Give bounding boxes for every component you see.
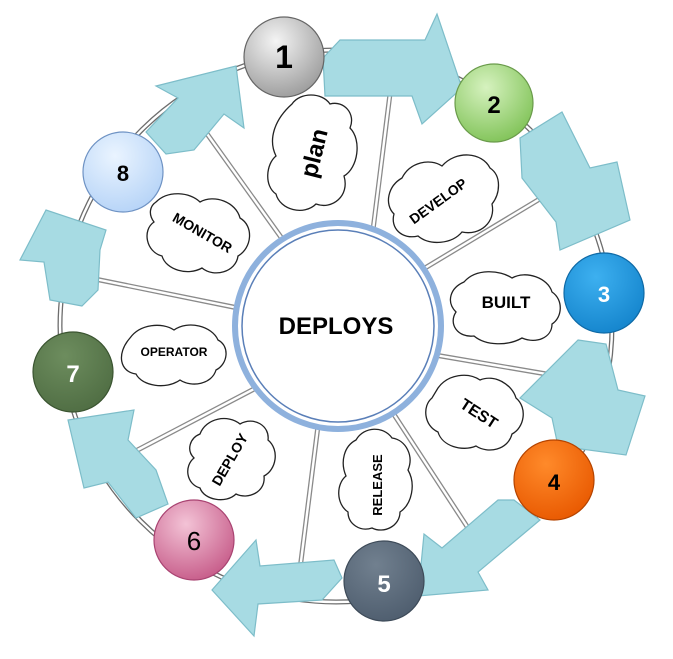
- stage-node-5: 5: [343, 540, 425, 622]
- cloud-operator: [120, 324, 227, 387]
- arrow-4-to-5: [417, 499, 541, 597]
- stage-number-7: 7: [66, 361, 79, 388]
- stage-label-built: BUILT: [482, 293, 531, 312]
- cloud-deploy: [187, 417, 276, 501]
- stage-number-2: 2: [487, 92, 500, 119]
- stage-number-1: 1: [275, 39, 293, 75]
- stage-node-4: 4: [513, 439, 595, 521]
- stage-number-3: 3: [598, 282, 610, 307]
- stage-label-release: RELEASE: [370, 454, 385, 516]
- arrow-5-to-6: [211, 538, 343, 638]
- stage-number-8: 8: [117, 161, 129, 186]
- arrow-2-to-3: [519, 111, 631, 251]
- center-label: DEPLOYS: [279, 313, 394, 340]
- stage-node-7: 7: [32, 331, 114, 413]
- stage-number-5: 5: [377, 571, 390, 598]
- arrow-6-to-7: [67, 409, 169, 519]
- stage-label-operator: OPERATOR: [141, 345, 208, 359]
- cloud-develop: [387, 154, 500, 243]
- stage-node-8: 8: [82, 131, 164, 213]
- stage-node-6: 6: [153, 499, 235, 581]
- center-hub: DEPLOYS: [232, 220, 444, 432]
- cycle-arrows: [19, 12, 646, 638]
- cloud-test: [425, 374, 524, 451]
- stage-node-1: 1: [243, 16, 325, 98]
- cloud-plan: [267, 94, 358, 211]
- stage-number-6: 6: [187, 526, 201, 556]
- cloud-built: [449, 271, 561, 345]
- stage-node-3: 3: [563, 252, 645, 334]
- stage-node-2: 2: [454, 63, 534, 143]
- stage-clouds: [120, 94, 561, 531]
- cloud-monitor: [146, 193, 251, 274]
- arrow-8-to-1: [145, 65, 245, 155]
- arrow-7-to-8: [19, 209, 107, 307]
- arrow-3-to-4: [519, 339, 646, 456]
- cloud-release: [338, 428, 413, 531]
- stage-number-4: 4: [548, 470, 561, 495]
